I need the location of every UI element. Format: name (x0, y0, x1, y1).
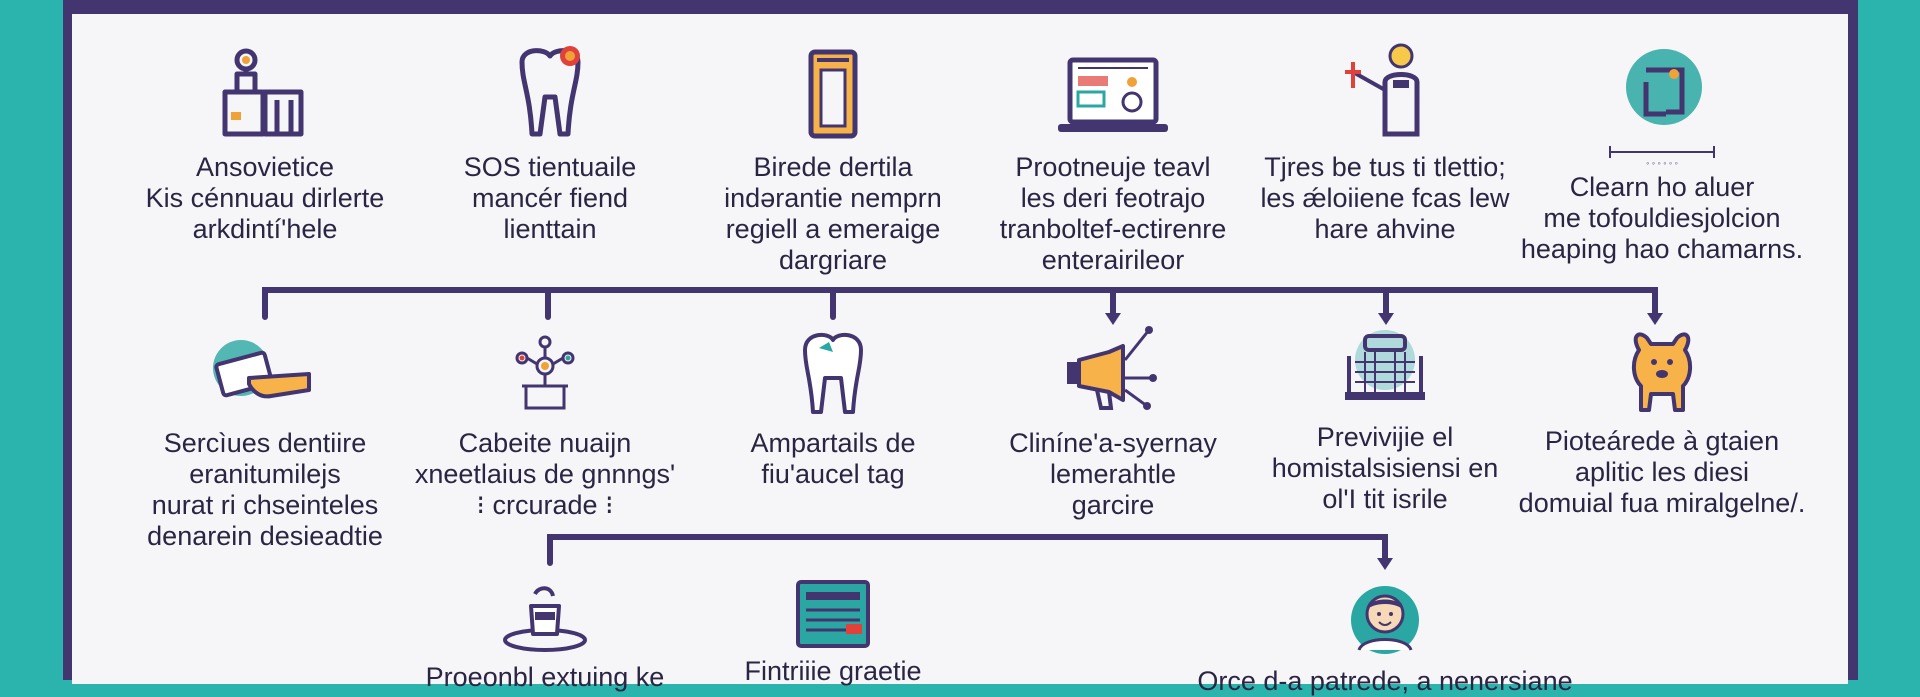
step-node: Orce d-a patrede, a nenersiane (1180, 580, 1590, 697)
top-caption (455, 0, 625, 6)
payment-card-icon (213, 340, 311, 399)
step-label: Proeonbl extuing ke (425, 662, 665, 692)
xray-machine-icon (1345, 330, 1425, 400)
dentist-lamp-icon (1345, 43, 1420, 137)
step-label: Birede dertila indərantie nemprn regiell… (724, 152, 942, 275)
step-label: Fintriiie graetie (744, 656, 922, 686)
step-label: Cabeite nuaijn xneetlaius de gnnngs' ⁝ c… (414, 428, 676, 520)
step-node: Pioteárede à gtaien aplitic les diesi do… (1512, 326, 1812, 519)
step-node: Cliníne'a-syernay lemerahtle garcire (963, 318, 1263, 521)
megaphone-icon (1067, 326, 1157, 410)
step-node: ◦ ◦ ◦ ◦ ◦ ◦ Clearn ho aluer me tofouldie… (1512, 42, 1812, 265)
dental-network-icon (515, 335, 575, 410)
step-label: Orce d-a patrede, a nenersiane (1197, 666, 1573, 696)
dog-icon (1632, 332, 1692, 412)
step-label: Tjres be tus ti tlettio; les ǽloiiene fc… (1260, 152, 1510, 244)
dental-cup-icon (503, 586, 587, 652)
step-node: Previvijie el homistalsisiensi en ol'I t… (1235, 322, 1535, 515)
dental-document-icon (808, 49, 858, 139)
laptop-icon (1058, 57, 1168, 132)
step-label: Ansovietice Kis cénnuau dirlerte arkdint… (145, 152, 385, 244)
step-node: Ansovietice Kis cénnuau dirlerte arkdint… (115, 42, 415, 245)
step-node: Sercìues dentiire eranitumilejs nurat ri… (115, 328, 415, 552)
document-tablet-icon (796, 580, 870, 648)
step-node: Cabeite nuaijn xneetlaius de gnnngs' ⁝ c… (395, 328, 695, 521)
step-node: Prootneuje teavl les deri feotrajo tranb… (963, 42, 1263, 276)
dentist-avatar-icon (1351, 586, 1419, 654)
step-label: SOS tientuaile mancér fiend lienttain (463, 152, 637, 244)
svg-text:◦ ◦ ◦ ◦ ◦ ◦: ◦ ◦ ◦ ◦ ◦ ◦ (1646, 158, 1678, 168)
step-label: Clearn ho aluer me tofouldiesjolcion hea… (1520, 172, 1804, 264)
step-node: Fintriiie graetie (683, 572, 983, 687)
step-node: Ampartails de fiu'aucel tag (683, 328, 983, 490)
step-node: Birede dertila indərantie nemprn regiell… (683, 42, 983, 276)
step-label: Previvijie el homistalsisiensi en ol'I t… (1271, 422, 1499, 514)
step-label: Sercìues dentiire eranitumilejs nurat ri… (147, 428, 383, 551)
dental-tool-icon: ◦ ◦ ◦ ◦ ◦ ◦ (1609, 49, 1715, 168)
step-label: Prootneuje teavl les deri feotrajo tranb… (999, 152, 1227, 275)
content-panel (72, 14, 1848, 684)
step-label: Cliníne'a-syernay lemerahtle garcire (1009, 428, 1217, 520)
step-node: Proeonbl extuing ke (395, 582, 695, 693)
step-label: Pioteárede à gtaien aplitic les diesi do… (1518, 426, 1806, 518)
step-node: SOS tientuaile mancér fiend lienttain (400, 42, 700, 245)
tooth-pain-icon (519, 46, 581, 137)
step-label: Ampartails de fiu'aucel tag (750, 428, 916, 489)
dental-chair-icon (222, 48, 304, 137)
tooth-icon (803, 332, 863, 414)
step-node: Tjres be tus ti tlettio; les ǽloiiene fc… (1235, 42, 1535, 245)
